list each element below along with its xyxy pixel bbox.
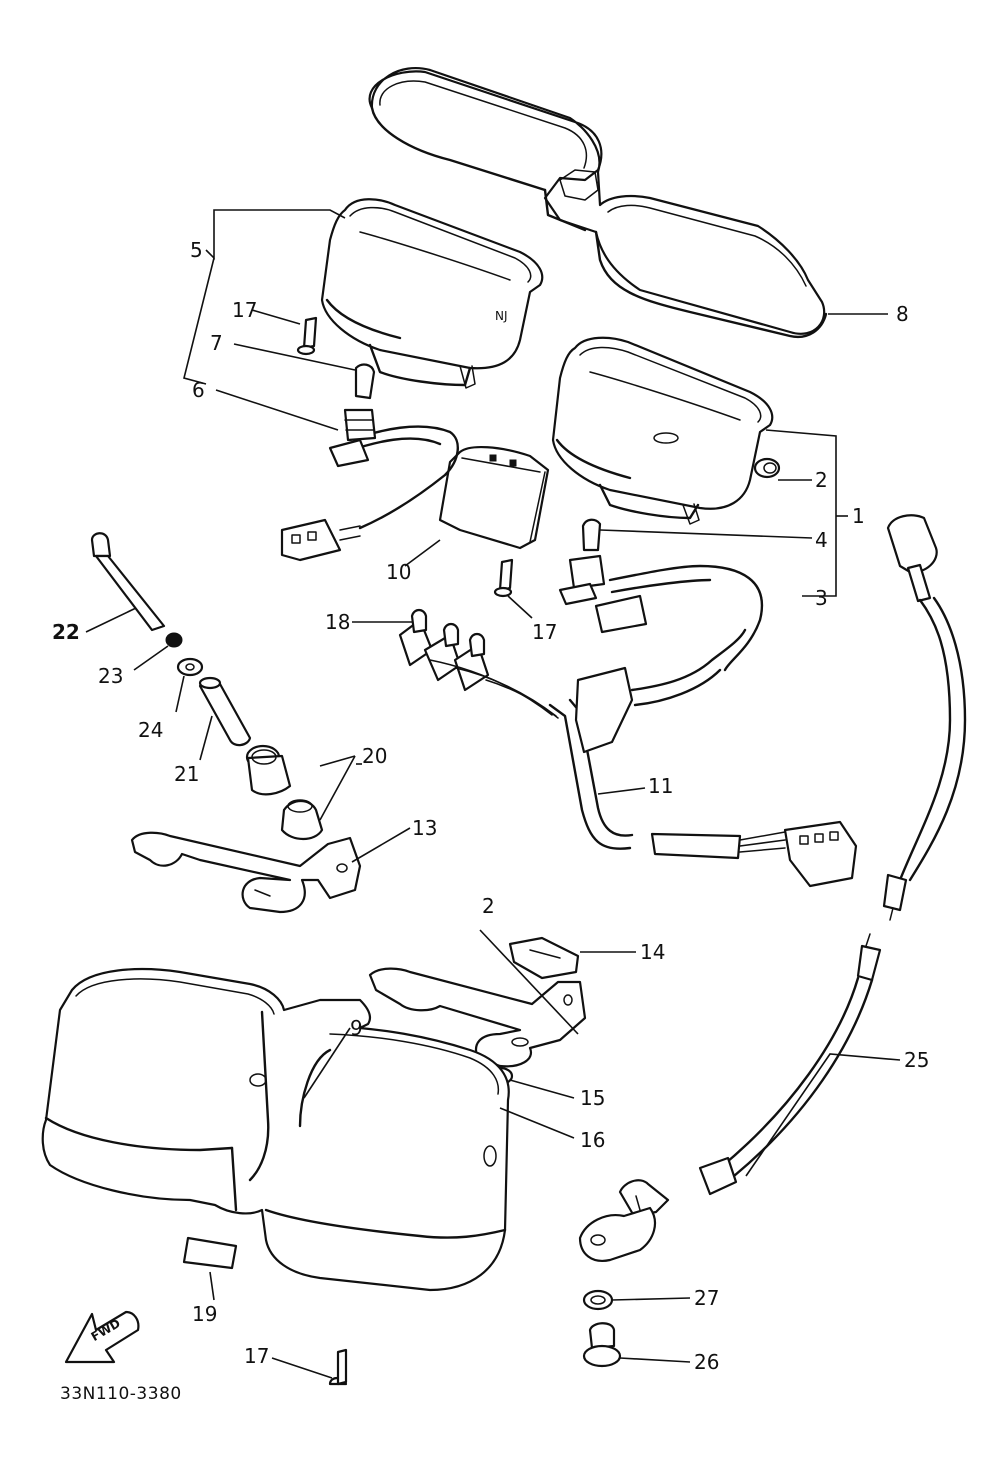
grommet-lower bbox=[280, 799, 324, 841]
callout-9: 9 bbox=[350, 1016, 363, 1040]
callout-20: 20 bbox=[362, 744, 388, 768]
grommet-upper bbox=[245, 744, 292, 796]
callout-24: 24 bbox=[138, 718, 164, 742]
screw-upper bbox=[296, 316, 318, 356]
rubber-pad bbox=[508, 936, 580, 980]
bulb-socket-right bbox=[558, 518, 763, 672]
callout-19: 19 bbox=[192, 1302, 218, 1326]
callout-13: 13 bbox=[412, 816, 438, 840]
callout-14: 14 bbox=[640, 940, 666, 964]
callout-10: 10 bbox=[386, 560, 412, 584]
callout-17-middle: 17 bbox=[532, 620, 558, 644]
callout-18: 18 bbox=[325, 610, 351, 634]
callout-26: 26 bbox=[694, 1350, 720, 1374]
callout-27: 27 bbox=[694, 1286, 720, 1310]
callout-1: 1 bbox=[852, 504, 865, 528]
callout-17-lower: 17 bbox=[244, 1344, 270, 1368]
indicator-light-box bbox=[343, 425, 550, 550]
bulb-socket-left bbox=[328, 363, 377, 468]
callout-15: 15 bbox=[580, 1086, 606, 1110]
callout-4: 4 bbox=[815, 528, 828, 552]
pad-strip bbox=[182, 1236, 238, 1270]
callout-5: 5 bbox=[190, 238, 203, 262]
callout-2-lower: 2 bbox=[482, 894, 495, 918]
leader-lines bbox=[85, 209, 901, 1379]
meter-case-lower bbox=[41, 968, 510, 1292]
meter-bracket-lower bbox=[368, 967, 587, 1068]
meter-bracket bbox=[130, 831, 362, 914]
screw-middle bbox=[493, 558, 514, 598]
callout-17-upper: 17 bbox=[232, 298, 258, 322]
forward-arrow-icon bbox=[64, 1310, 140, 1364]
speedometer-assembly bbox=[551, 336, 774, 525]
wire-harness bbox=[398, 608, 858, 888]
callout-16: 16 bbox=[580, 1128, 606, 1152]
callout-11: 11 bbox=[648, 774, 674, 798]
bolt bbox=[90, 532, 166, 632]
screw-lower bbox=[328, 1348, 348, 1386]
washer bbox=[176, 657, 204, 677]
speedometer-cable bbox=[578, 514, 967, 1262]
callout-21: 21 bbox=[174, 762, 200, 786]
callout-2-upper: 2 bbox=[815, 468, 828, 492]
reset-knob bbox=[753, 457, 781, 479]
drawing-code: 33N110-3380 bbox=[60, 1384, 182, 1404]
nut bbox=[165, 632, 183, 648]
svg-text:NJ: NJ bbox=[495, 309, 508, 323]
callout-8: 8 bbox=[896, 302, 909, 326]
collar bbox=[198, 676, 252, 747]
callout-23: 23 bbox=[98, 664, 124, 688]
callout-3: 3 bbox=[815, 586, 828, 610]
meter-cover-upper bbox=[368, 67, 828, 339]
connector-left bbox=[280, 518, 361, 562]
callout-7: 7 bbox=[210, 331, 223, 355]
callout-22: 22 bbox=[52, 620, 80, 644]
callout-6: 6 bbox=[192, 378, 205, 402]
callout-25: 25 bbox=[904, 1048, 930, 1072]
cable-bolt bbox=[582, 1322, 622, 1368]
seal-washer bbox=[582, 1289, 614, 1311]
tachometer-assembly: NJ bbox=[320, 198, 544, 389]
